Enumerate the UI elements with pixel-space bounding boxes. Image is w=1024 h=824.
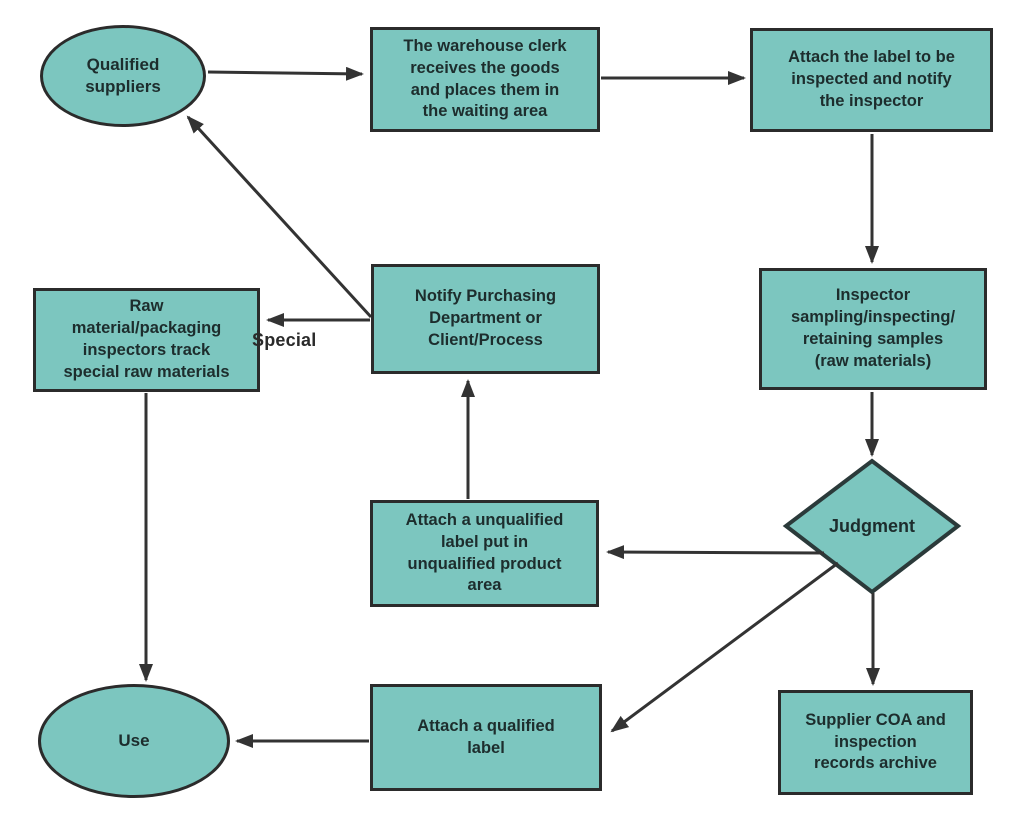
arrow-judgment-to-unqualified: [606, 545, 825, 560]
node-use-label: Use: [118, 730, 150, 750]
node-judgment: Judgment: [786, 461, 958, 592]
node-qualified-suppliers: Qualified suppliers: [40, 25, 206, 127]
node-attach-inspect-label: Attach the label to be inspected and not…: [750, 28, 993, 132]
node-unqualified-label: Attach a unqualified label put in unqual…: [370, 500, 599, 607]
node-raw-material-inspectors-label: Raw material/packaging inspectors track …: [63, 297, 230, 381]
node-qualified-suppliers-label: Qualified suppliers: [85, 54, 161, 96]
edge-label-special: Special: [252, 330, 317, 350]
node-warehouse-clerk: The warehouse clerk receives the goods a…: [370, 27, 600, 132]
arrow-notify-to-suppliers: [186, 115, 373, 319]
node-inspector-sampling-label: Inspector sampling/inspecting/ retaining…: [790, 286, 956, 370]
node-supplier-coa-label: Supplier COA and inspection records arch…: [805, 710, 946, 773]
node-qualified-label-label: Attach a qualified label: [417, 716, 555, 757]
node-notify-purchasing: Notify Purchasing Department or Client/P…: [371, 264, 600, 374]
node-use: Use: [38, 684, 230, 798]
arrow-judgment-to-qualified-label: [610, 561, 839, 733]
node-supplier-coa: Supplier COA and inspection records arch…: [778, 690, 973, 795]
judgment-diamond-shape: [782, 458, 962, 595]
arrow-suppliers-to-warehouse: [207, 66, 364, 81]
node-unqualified-label-label: Attach a unqualified label put in unqual…: [405, 510, 564, 595]
node-warehouse-clerk-label: The warehouse clerk receives the goods a…: [403, 36, 567, 121]
node-notify-purchasing-label: Notify Purchasing Department or Client/P…: [414, 287, 557, 349]
node-raw-material-inspectors: Raw material/packaging inspectors track …: [33, 288, 260, 392]
node-inspector-sampling: Inspector sampling/inspecting/ retaining…: [759, 268, 987, 390]
node-qualified-label: Attach a qualified label: [370, 684, 602, 791]
node-judgment-label: Judgment: [828, 515, 915, 536]
node-attach-inspect-label-label: Attach the label to be inspected and not…: [788, 48, 955, 110]
